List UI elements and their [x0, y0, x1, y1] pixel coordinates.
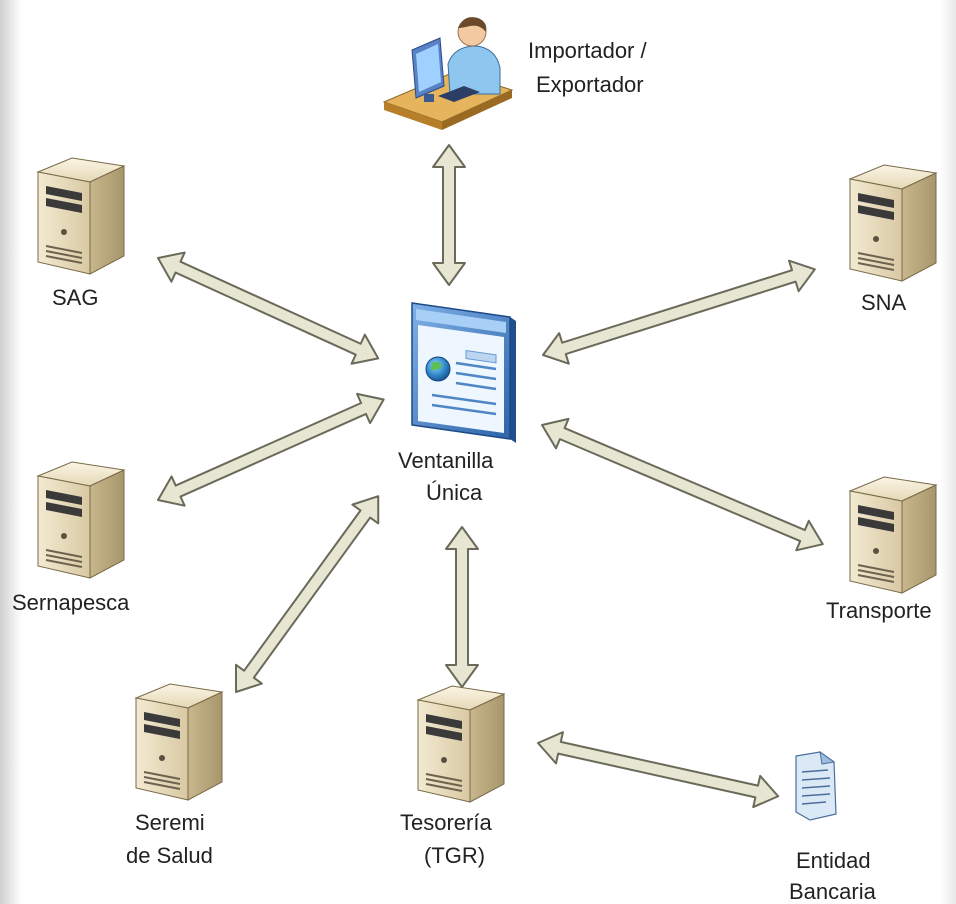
server-icon-sna [849, 164, 937, 282]
arrow-tesoreria-banco [537, 731, 780, 809]
server-icon-sernapesca [37, 461, 125, 579]
sag-label: SAG [52, 285, 98, 310]
tesoreria-label-line2: (TGR) [424, 843, 485, 868]
sna-label: SNA [861, 290, 907, 315]
arrow-seremi-center [234, 495, 380, 693]
arrow-importer-center [432, 144, 466, 286]
server-icon-tesoreria [417, 685, 505, 803]
connection-arrows [157, 144, 824, 809]
tesoreria-label-line1: Tesorería [400, 810, 492, 835]
banco-label-line2: Bancaria [789, 879, 877, 904]
transporte-label: Transporte [826, 598, 932, 623]
center-label-line1: Ventanilla [398, 448, 494, 473]
seremi-label-line1: Seremi [135, 810, 205, 835]
person-at-computer-icon [382, 17, 514, 130]
banco-label-line1: Entidad [796, 848, 871, 873]
server-icon-transporte [849, 476, 937, 594]
arrow-transporte-center [541, 417, 824, 552]
center-label-line2: Única [426, 480, 483, 505]
arrow-tesoreria-center [445, 526, 479, 688]
arrow-sernapesca-center [157, 392, 385, 507]
importer-label-line2: Exportador [536, 72, 644, 97]
sernapesca-label: Sernapesca [12, 590, 130, 615]
server-icon-seremi [135, 683, 223, 801]
seremi-label-line2: de Salud [126, 843, 213, 868]
arrow-sag-center [157, 251, 380, 365]
server-icon-sag [37, 157, 125, 275]
browser-window-icon [411, 302, 516, 443]
importer-label-line1: Importador / [528, 38, 647, 63]
arrow-sna-center [542, 259, 816, 365]
document-icon [795, 750, 837, 821]
